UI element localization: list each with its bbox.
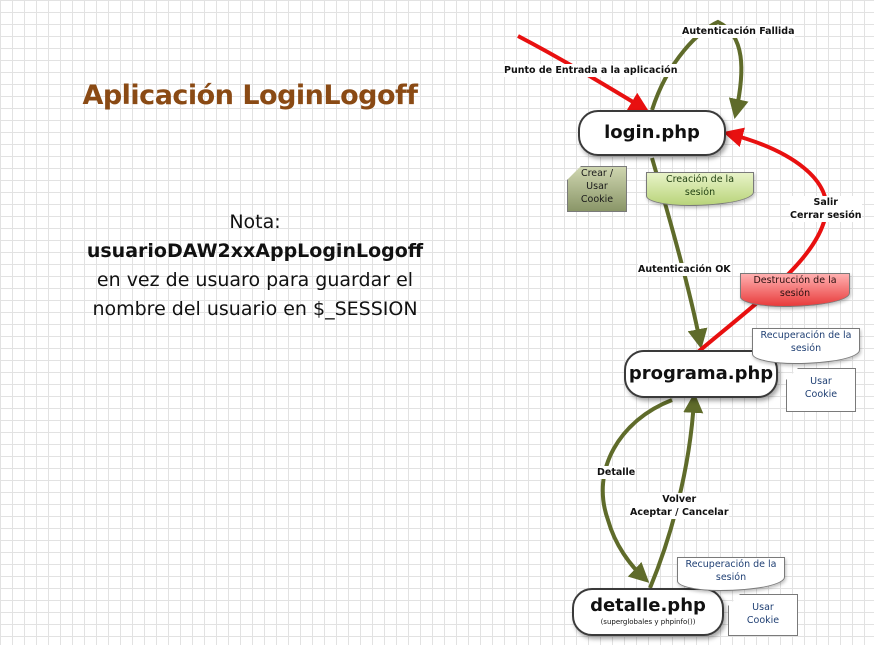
node-detalle-label: detalle.php: [590, 595, 706, 616]
node-programa: programa.php: [624, 350, 778, 398]
note-session-create: Creación de la sesión: [646, 172, 754, 206]
note-session-create-1: Creación de la: [665, 174, 735, 185]
label-logout-2: Cerrar sesión: [790, 210, 862, 221]
note-session-destroy: Destrucción de la sesión: [740, 273, 850, 307]
note-create-cookie-3: Cookie: [580, 194, 614, 205]
note-line-2: usuarioDAW2xxAppLoginLogoff: [86, 240, 424, 262]
note-line-4: nombre del usuario en $_SESSION: [92, 298, 418, 320]
note-create-cookie-2: Usar: [586, 181, 608, 192]
note-session-recover-detalle-2: sesión: [715, 572, 747, 583]
label-back: Volver Aceptar / Cancelar: [630, 493, 729, 519]
note-use-cookie-2: Cookie: [804, 389, 838, 400]
note-session-recover-detalle-1: Recuperación de la: [685, 559, 777, 570]
diagram-title: Aplicación LoginLogoff: [82, 80, 418, 111]
label-back-1: Volver: [662, 494, 697, 505]
note-use-cookie: Usar Cookie: [786, 368, 856, 412]
node-detalle-sublabel: (superglobales y phpinfo()): [600, 618, 696, 626]
note-line-1: Nota:: [229, 211, 281, 233]
note-use-cookie-detalle: Usar Cookie: [728, 594, 798, 636]
node-login-label: login.php: [604, 122, 700, 143]
note-text: Nota: usuarioDAW2xxAppLoginLogoff en vez…: [40, 208, 470, 324]
note-session-create-2: sesión: [684, 187, 716, 198]
label-logout: Salir Cerrar sesión: [790, 196, 862, 222]
note-use-cookie-detalle-2: Cookie: [746, 615, 780, 626]
label-entry-point: Punto de Entrada a la aplicación: [504, 64, 678, 77]
detail-arrow: [600, 398, 673, 583]
label-auth-failed: Autenticación Fallida: [682, 25, 795, 38]
label-back-2: Aceptar / Cancelar: [630, 507, 729, 518]
label-logout-1: Salir: [813, 197, 838, 208]
note-use-cookie-1: Usar: [810, 376, 832, 387]
note-line-3: en vez de usuaro para guardar el: [96, 269, 414, 291]
label-auth-ok: Autenticación OK: [638, 263, 731, 276]
note-create-cookie: Crear / Usar Cookie: [567, 166, 627, 212]
node-login: login.php: [578, 110, 726, 156]
node-programa-label: programa.php: [628, 363, 774, 384]
note-create-cookie-1: Crear /: [580, 168, 614, 179]
note-use-cookie-detalle-1: Usar: [752, 602, 774, 613]
note-session-recover-1: Recuperación de la: [760, 330, 852, 341]
label-detail: Detalle: [597, 466, 636, 479]
note-session-destroy-2: sesión: [779, 288, 811, 299]
note-session-recover: Recuperación de la sesión: [752, 328, 860, 364]
node-detalle: detalle.php (superglobales y phpinfo()): [572, 588, 724, 636]
note-session-recover-detalle: Recuperación de la sesión: [677, 557, 785, 591]
note-session-recover-2: sesión: [790, 343, 822, 354]
note-session-destroy-1: Destrucción de la: [753, 275, 837, 286]
logout-arrow: [696, 127, 829, 354]
